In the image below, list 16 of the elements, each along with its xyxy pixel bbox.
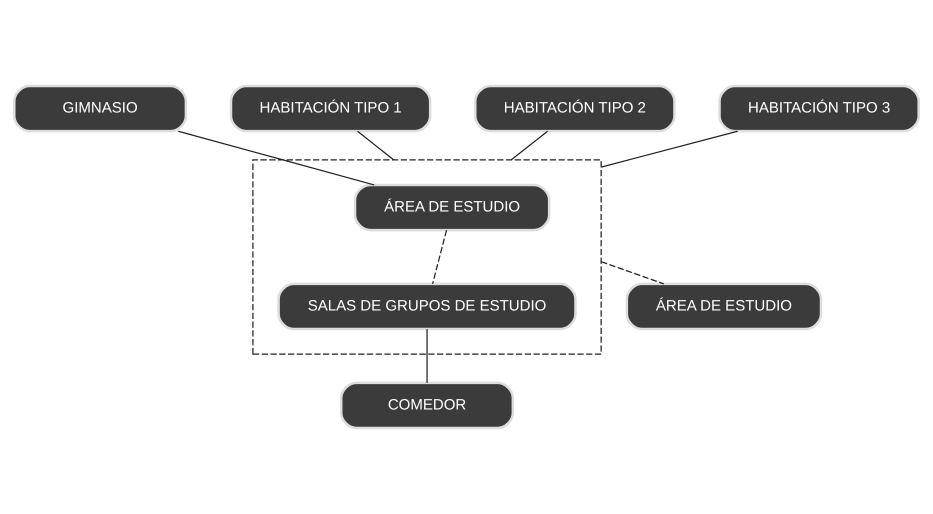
node-box: HABITACIÓN TIPO 3 (718, 84, 920, 132)
node-box: ÁREA DE ESTUDIO (626, 282, 822, 330)
connector (600, 261, 664, 284)
cluster (252, 159, 602, 355)
connector (601, 130, 738, 168)
connector (510, 130, 548, 160)
connector (357, 130, 394, 160)
connector (178, 130, 374, 186)
node-box: SALAS DE GRUPOS DE ESTUDIO (277, 282, 577, 330)
connector (432, 230, 448, 284)
node-box: GIMNASIO (13, 84, 188, 132)
node-box: HABITACIÓN TIPO 2 (474, 84, 676, 132)
node-box: HABITACIÓN TIPO 1 (230, 84, 432, 132)
node-box: COMEDOR (340, 382, 514, 430)
node-box: ÁREA DE ESTUDIO (354, 184, 550, 232)
connector (426, 329, 428, 383)
